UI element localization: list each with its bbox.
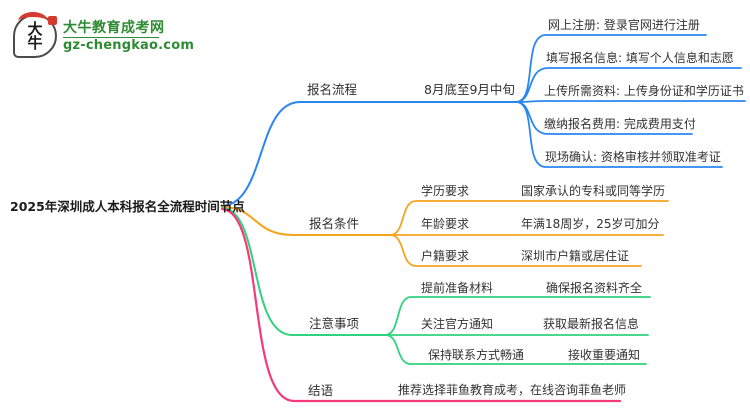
leaf-process-step-3: 上传所需资料: 上传身份证和学历证书 [544,84,744,98]
leaf-conditions-1-label: 学历要求 [421,184,470,198]
logo-divider [63,36,159,38]
connector-conditions-trunk [221,206,391,236]
leaf-notes-1-label: 提前准备材料 [421,281,494,295]
site-logo: 大牛 大牛教育成考网 gz-chengkao.com [13,12,194,58]
branch-notes-label: 注意事项 [309,316,360,331]
leaf-process-step-2: 填写报名信息: 填写个人信息和志愿 [546,51,734,65]
connector-notes-child-3 [384,334,647,365]
leaf-process-step-4: 缴纳报名费用: 完成费用支付 [544,117,696,131]
leaf-conditions-2-value: 年满18周岁，25岁可加分 [521,217,660,231]
leaf-conclusion-value: 推荐选择菲鱼教育成考，在线咨询菲鱼老师 [398,383,627,397]
branch-conditions-label: 报名条件 [309,216,360,231]
leaf-notes-3-label: 保持联系方式畅通 [428,348,525,362]
connector-notes-child-1 [384,296,651,336]
leaf-notes-3-value: 接收重要通知 [568,348,641,362]
leaf-conditions-3-value: 深圳市户籍或居住证 [521,249,630,263]
connector-conditions-child-3 [389,234,642,267]
leaf-conditions-2-label: 年龄要求 [421,217,470,231]
leaf-notes-1-value: 确保报名资料齐全 [546,281,643,295]
connector-process-child-3 [515,100,746,103]
site-name: 大牛教育成考网 [63,19,165,36]
logo-text-block: 大牛教育成考网 gz-chengkao.com [63,20,194,53]
connector-process-child-5 [515,101,723,168]
connector-notes-trunk [221,207,386,336]
leaf-notes-2-label: 关注官方通知 [421,317,494,331]
branch-process-time: 8月底至9月中旬 [424,82,515,97]
branch-conclusion-label: 结语 [308,383,334,398]
connector-conclusion-trunk [220,207,622,403]
leaf-conditions-3-label: 户籍要求 [421,249,470,263]
branch-process-label: 报名流程 [307,82,358,97]
leaf-process-step-5: 现场确认: 资格审核并领取准考证 [545,150,721,164]
connector-process-trunk [221,101,517,207]
leaf-notes-2-value: 获取最新报名信息 [543,317,640,331]
connector-process-child-2 [515,67,742,103]
root-node: 2025年深圳成人本科报名全流程时间节点 [10,199,245,214]
site-domain: gz-chengkao.com [63,37,195,53]
logo-bull-badge-icon: 大牛 [13,12,57,58]
logo-red-seal-icon [48,16,57,25]
leaf-conditions-1-value: 国家承认的专科或同等学历 [521,184,666,198]
leaf-process-step-1: 网上注册: 登录官网进行注册 [548,18,700,32]
logo-red-hat-decoration [18,12,48,31]
connector-conditions-child-1 [389,200,669,236]
